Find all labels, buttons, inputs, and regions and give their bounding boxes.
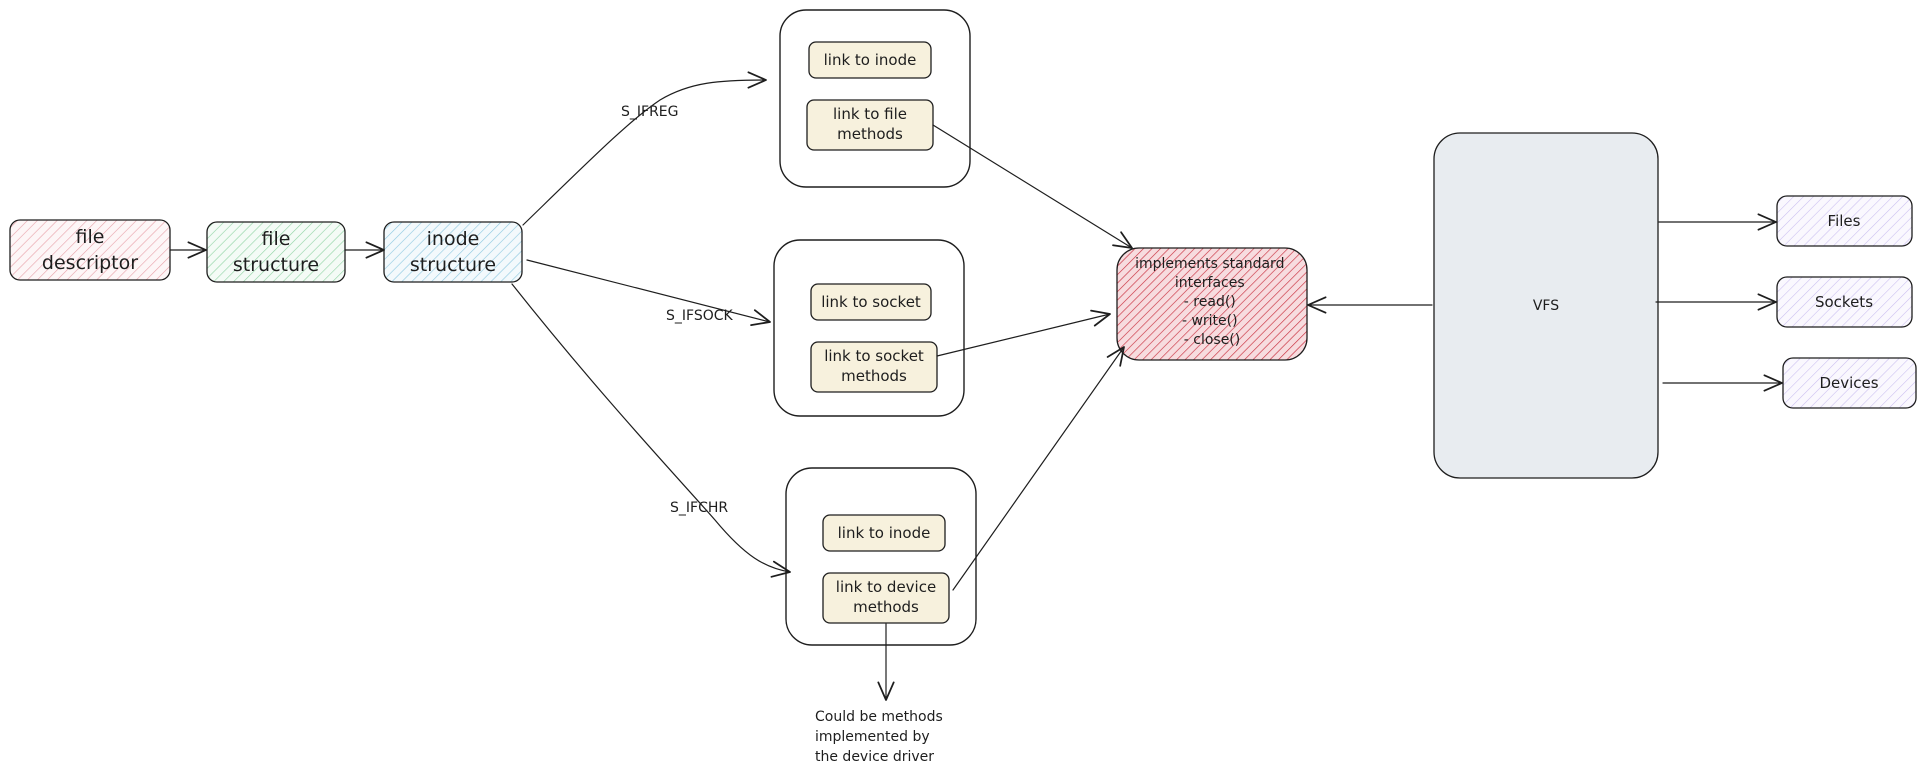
note-line: implemented by xyxy=(815,729,930,745)
edge-label-s-ifchr: S_IFCHR xyxy=(670,500,728,516)
node-sockets[interactable]: Sockets xyxy=(1776,276,1913,328)
svg-text:Files: Files xyxy=(1828,212,1861,230)
container-reg xyxy=(779,9,971,188)
node-text-line: - read() xyxy=(1184,294,1236,310)
node-files[interactable]: Files xyxy=(1776,195,1913,247)
edge-inode-to-reg xyxy=(522,71,767,226)
svg-text:link to socket: link to socket xyxy=(821,293,921,311)
node-text-line: - close() xyxy=(1184,332,1241,348)
svg-text:Devices: Devices xyxy=(1819,374,1878,392)
node-text-line: descriptor xyxy=(42,252,138,274)
node-sock-link-socket[interactable]: link to socket xyxy=(810,283,932,321)
node-chr-link-inode[interactable]: link to inode xyxy=(822,514,946,552)
svg-text:VFS: VFS xyxy=(1533,298,1559,314)
node-text-line: inode xyxy=(427,228,480,250)
node-text-line: methods xyxy=(837,125,903,143)
node-text-line: file xyxy=(262,228,291,250)
node-text-line: interfaces xyxy=(1175,275,1245,291)
node-text-line: link to file xyxy=(833,105,907,123)
node-text-line: structure xyxy=(410,254,496,276)
svg-text:link to inode: link to inode xyxy=(824,51,917,69)
node-text-line: - write() xyxy=(1182,313,1238,329)
node-text-line: implements standard xyxy=(1135,256,1284,272)
edge-label-s-ifsock: S_IFSOCK xyxy=(666,308,734,324)
node-devices[interactable]: Devices xyxy=(1782,357,1917,409)
node-text-line: methods xyxy=(841,367,907,385)
svg-text:implements standard inte: implements standard interfaces - read() … xyxy=(1135,256,1289,348)
node-vfs[interactable]: VFS xyxy=(1433,132,1659,479)
note-line: the device driver xyxy=(815,749,934,765)
node-text-line: VFS xyxy=(1533,298,1559,314)
node-text-line: Files xyxy=(1828,212,1861,230)
node-file-structure[interactable]: file structure xyxy=(206,221,346,283)
node-text-line: link to device xyxy=(836,578,936,596)
node-file-descriptor[interactable]: file descriptor xyxy=(9,219,171,281)
node-text-line: methods xyxy=(853,598,919,616)
node-reg-link-inode[interactable]: link to inode xyxy=(808,41,932,79)
edge-inode-to-sock xyxy=(526,259,771,326)
node-text-line: link to inode xyxy=(824,51,917,69)
node-text-line: link to socket xyxy=(824,347,924,365)
note-line: Could be methods xyxy=(815,709,943,725)
note-device-driver: Could be methods implemented by the devi… xyxy=(815,709,947,765)
node-text-line: file xyxy=(76,226,105,248)
node-text-line: Devices xyxy=(1819,374,1878,392)
edge-reg-methods-to-interfaces xyxy=(932,124,1133,249)
node-reg-link-methods[interactable]: link to file methods xyxy=(806,99,934,151)
node-inode-structure[interactable]: inode structure xyxy=(383,221,523,283)
node-standard-interfaces[interactable]: implements standard interfaces - read() … xyxy=(1116,247,1308,361)
edge-sock-methods-to-interfaces xyxy=(936,309,1111,357)
node-chr-link-methods[interactable]: link to device methods xyxy=(822,572,950,624)
node-text-line: link to inode xyxy=(838,524,931,542)
node-text-line: structure xyxy=(233,254,319,276)
edge-label-s-ifreg: S_IFREG xyxy=(621,104,679,120)
node-sock-link-methods[interactable]: link to socket methods xyxy=(810,341,938,393)
node-text-line: link to socket xyxy=(821,293,921,311)
edge-chr-methods-to-interfaces xyxy=(952,346,1125,591)
svg-text:Sockets: Sockets xyxy=(1815,293,1873,311)
svg-text:link to inode: link to inode xyxy=(838,524,931,542)
edge-inode-to-chr xyxy=(511,283,791,578)
node-text-line: Sockets xyxy=(1815,293,1873,311)
